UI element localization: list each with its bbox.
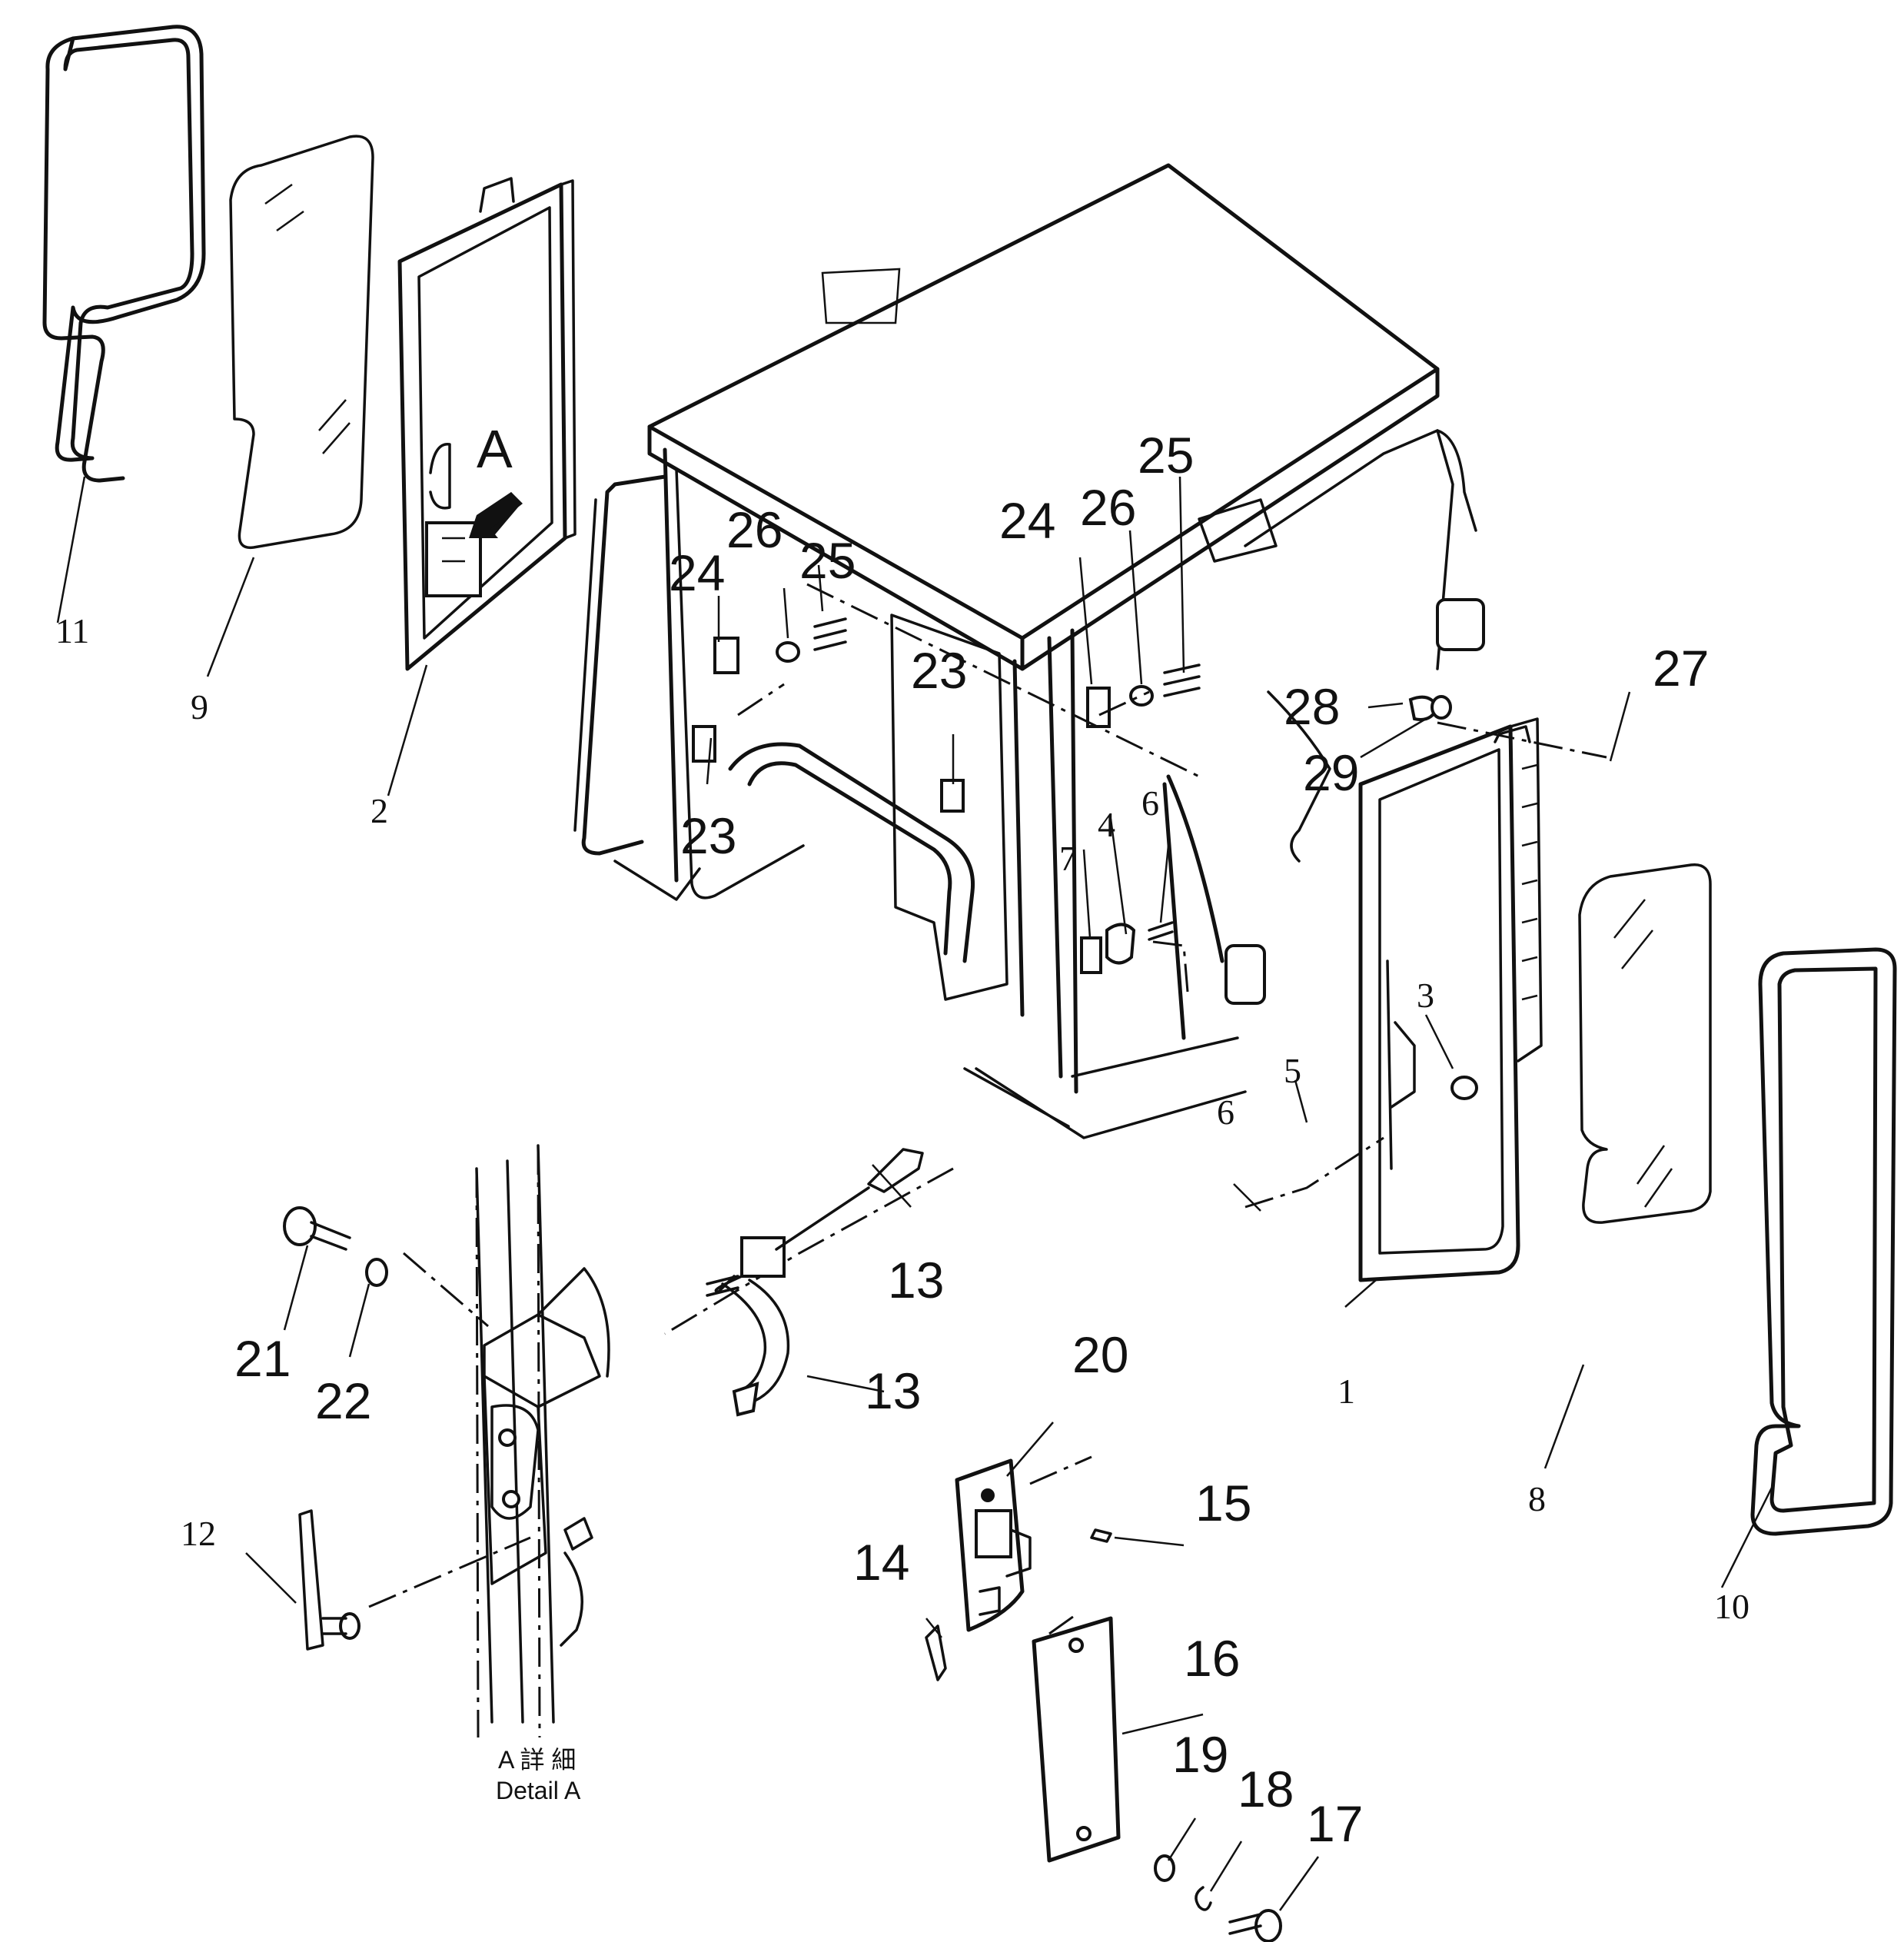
callout-14: 14 [853,1534,909,1591]
spring-washer-part-18 [1195,1886,1212,1911]
callout-25b: 25 [1138,427,1194,484]
detail-a-inset [475,1144,610,1724]
pin-part-15 [1090,1528,1112,1543]
callout-6b: 6 [1217,1092,1234,1132]
callout-26a: 26 [726,501,783,558]
washer-part-19 [1154,1854,1175,1882]
callout-2: 2 [370,791,388,830]
part-callouts: 11 9 2 26 25 24 23 23 25 26 24 27 28 29 … [55,419,1749,1852]
leader-lines [56,476,1773,1911]
callout-27: 27 [1653,640,1709,697]
view-a-arrow-icon [469,492,523,538]
callout-24a: 24 [669,544,725,601]
callout-9: 9 [191,687,208,727]
callout-8: 8 [1528,1479,1546,1518]
callout-11: 11 [55,611,89,650]
callout-22: 22 [315,1372,371,1429]
left-door-frame-part-2 [397,177,577,671]
bolt-part-21 [283,1206,351,1251]
detail-caption-jp: A 詳 細 [498,1746,576,1774]
cover-plate-part-16 [1032,1616,1121,1863]
callout-15: 15 [1195,1475,1251,1531]
view-a-marker: A [477,419,513,479]
callout-10: 10 [1714,1587,1749,1626]
right-door-frame-part-1 [1358,717,1543,1282]
detail-caption-en: Detail A [496,1777,581,1804]
callout-12: 12 [181,1514,216,1553]
callout-24b: 24 [999,492,1055,549]
callout-17: 17 [1307,1795,1363,1852]
callout-1: 1 [1337,1372,1355,1411]
washer-part-22 [365,1258,388,1287]
callout-4: 4 [1098,805,1115,844]
callout-20: 20 [1072,1326,1128,1383]
left-door-glass-part-9 [229,135,374,550]
callout-21: 21 [234,1330,291,1387]
bolt-part-17 [1228,1909,1282,1942]
striker-plate-part-20 [955,1458,1032,1632]
callout-16: 16 [1184,1630,1240,1687]
pin-part-14 [925,1624,947,1681]
left-door-seal-part-11 [42,25,206,483]
callout-25a: 25 [799,532,856,589]
callout-28: 28 [1284,678,1340,735]
callout-26b: 26 [1080,479,1136,536]
lock-knob-part-12 [298,1509,361,1651]
callout-29: 29 [1303,744,1359,801]
callout-7: 7 [1059,839,1077,878]
right-door-glass-part-8 [1578,863,1712,1224]
callout-5: 5 [1284,1051,1301,1090]
callout-23b: 23 [680,807,736,864]
callout-18: 18 [1238,1761,1294,1817]
door-latch-part-13 [706,1148,924,1417]
callout-13b: 13 [865,1362,921,1419]
cab-body [573,163,1485,1139]
callout-6a: 6 [1141,783,1159,823]
callout-13a: 13 [888,1252,944,1309]
callout-19: 19 [1172,1726,1228,1783]
callout-3: 3 [1417,976,1434,1015]
right-door-seal-part-10 [1750,947,1897,1536]
callout-23a: 23 [911,642,967,699]
